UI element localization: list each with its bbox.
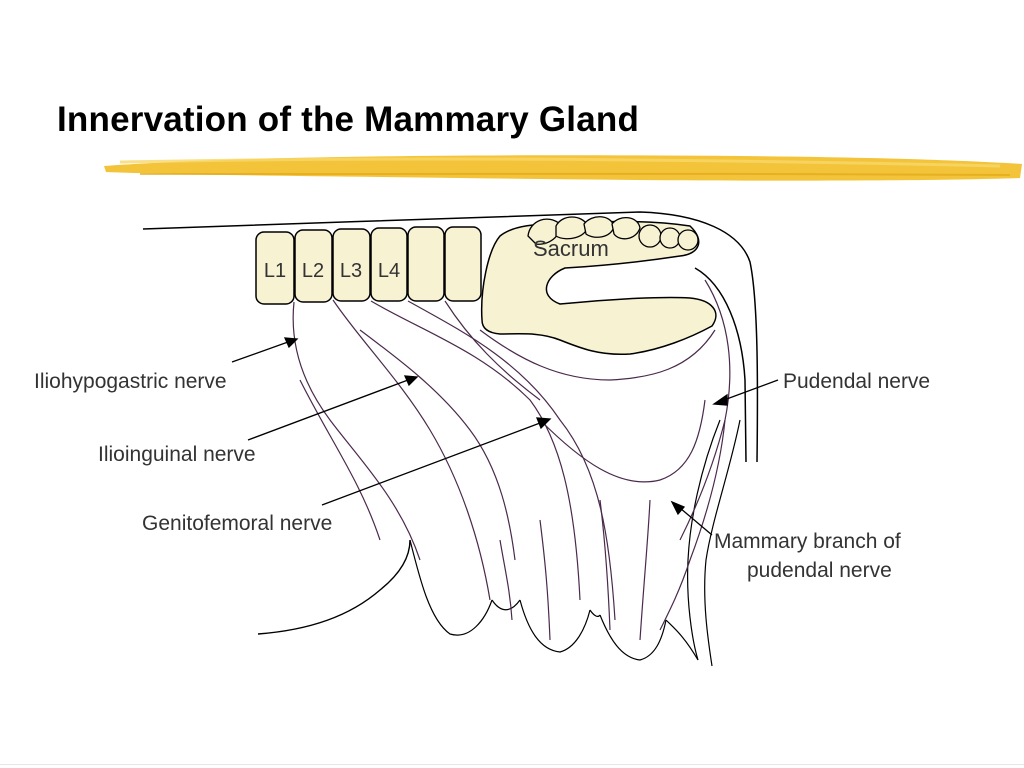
mammary-branch-path [659, 419, 726, 631]
teat-outline-3 [599, 614, 667, 661]
vertebra-label-l2: L2 [302, 260, 324, 282]
genitofemoral-inner [539, 399, 706, 483]
ilioinguinal-nerve-path [332, 299, 491, 601]
vertebra-l6 [444, 226, 482, 302]
label-genitofemoral-nerve: Genitofemoral nerve [142, 512, 332, 535]
vertebra-label-l3: L3 [340, 260, 362, 282]
udder-outline [687, 419, 721, 661]
genitofemoral-nerve-branch-1 [407, 300, 616, 621]
lumbar-vertebrae [255, 226, 482, 305]
label-iliohypogastric-nerve: Iliohypogastric nerve [34, 370, 227, 393]
vertebra-label-l1: L1 [264, 260, 286, 282]
teat-outline-2 [519, 599, 591, 653]
udder-rear-outline [704, 419, 741, 667]
sacral-vertebrae [527, 216, 699, 251]
genitofemoral-nerve-branch-2 [444, 300, 541, 401]
abdomen-outline [257, 539, 411, 635]
udder-nerve-2 [539, 519, 551, 641]
arrow-ilioinguinal [403, 375, 419, 387]
label-pudendal-nerve: Pudendal nerve [783, 370, 930, 393]
iliohypogastric-nerve-branch [299, 379, 381, 541]
arrow-genitofemoral [536, 417, 552, 430]
genitofemoral-loop [479, 329, 716, 381]
slide-bottom-rule [0, 764, 1024, 765]
teat-outline-1 [409, 539, 493, 636]
genitofemoral-nerve-path [370, 300, 581, 601]
vertebra-l2 [294, 229, 333, 303]
vertebra-l1 [255, 231, 295, 305]
udder-nerve-4 [639, 499, 651, 641]
nerves [292, 279, 731, 641]
label-mammary-branch-line1: Mammary branch of [714, 530, 901, 553]
label-ilioinguinal-nerve: Ilioinguinal nerve [98, 443, 256, 466]
arrow-iliohypogastric [283, 337, 299, 349]
pointer-arrows [231, 337, 779, 536]
vertebra-l5 [407, 226, 445, 302]
ilioinguinal-nerve-branch [359, 329, 516, 561]
udder-nerve-1 [499, 539, 513, 621]
pudendal-nerve-path [679, 279, 731, 541]
arrow-pudendal [712, 393, 728, 406]
udder-nerve-3 [599, 499, 611, 631]
vertebra-label-l4: L4 [378, 260, 400, 282]
sacrum-label: Sacrum [533, 236, 609, 261]
tail-outline [694, 267, 747, 463]
vertebra-l3 [332, 228, 371, 302]
slide-title: Innervation of the Mammary Gland [57, 100, 640, 139]
arrow-mammary-branch [670, 500, 686, 516]
udder-base [491, 599, 699, 661]
title-underline-brushstroke [104, 155, 1022, 181]
vertebra-l4 [370, 227, 408, 302]
label-mammary-branch-line2: pudendal nerve [747, 559, 892, 582]
dorsal-outline [142, 211, 759, 463]
